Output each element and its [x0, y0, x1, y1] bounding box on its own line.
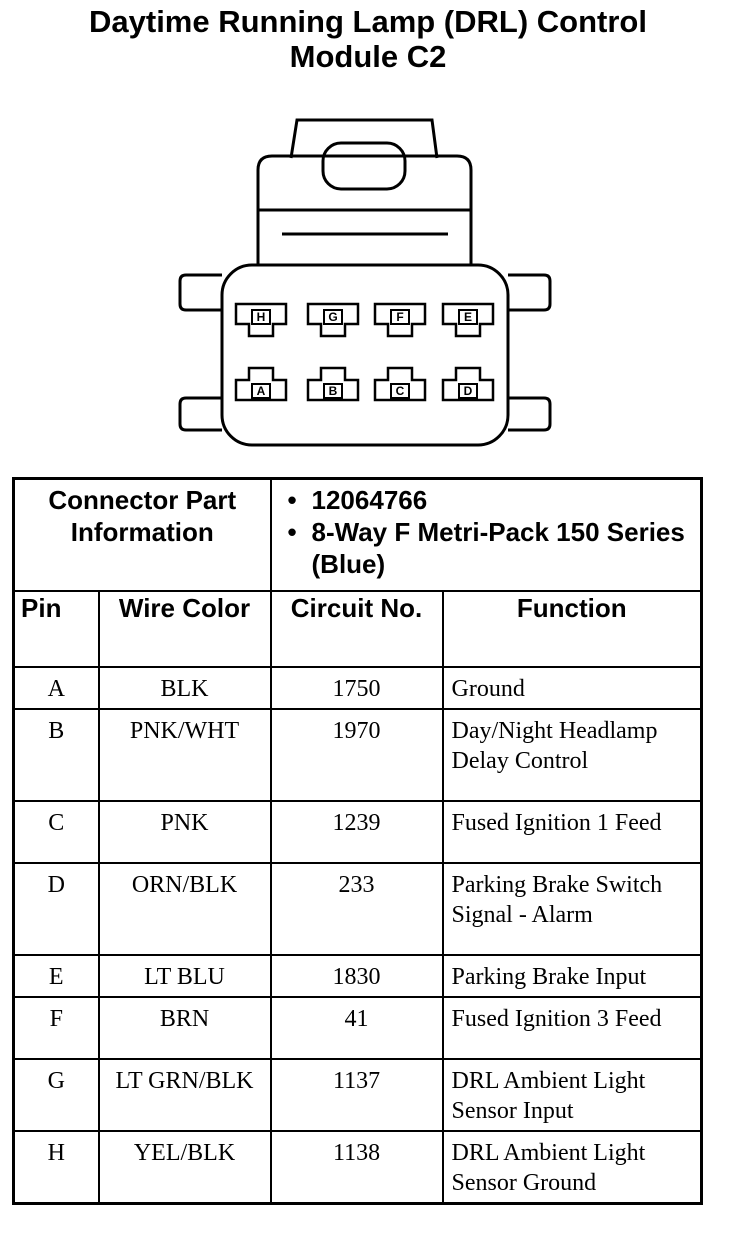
function-cell: Parking Brake Switch Signal - Alarm — [441, 862, 703, 956]
pin-cell: E — [12, 954, 100, 998]
right-lower-tab — [508, 396, 552, 432]
pin-contact — [390, 309, 410, 325]
connector-body — [220, 263, 510, 447]
function-cell: Ground — [441, 666, 703, 710]
circuit-cell: 1137 — [269, 1058, 444, 1132]
header-function: Function — [441, 590, 703, 668]
header-wire-color: Wire Color — [97, 590, 272, 668]
part-number: 12064766 — [288, 484, 695, 516]
pin-cavity — [234, 302, 288, 338]
pin-label: F — [396, 310, 403, 324]
pin-contact — [323, 309, 343, 325]
connector-info-label: Connector Part Information — [12, 477, 272, 592]
pin-label: D — [464, 384, 473, 398]
pin-cell: A — [12, 666, 100, 710]
wire-color-cell: PNK/WHT — [97, 708, 272, 802]
pin-label: E — [464, 310, 472, 324]
pin-contact — [251, 383, 271, 399]
pin-cavity — [234, 366, 288, 402]
page-title: Daytime Running Lamp (DRL) Control — [89, 4, 647, 39]
wire-color-cell: BRN — [97, 996, 272, 1060]
wire-color-cell: BLK — [97, 666, 272, 710]
function-cell: Fused Ignition 3 Feed — [441, 996, 703, 1060]
connector-info-values: 12064766 8-Way F Metri-Pack 150 Series (… — [269, 477, 703, 592]
pin-label: A — [257, 384, 266, 398]
function-cell: Parking Brake Input — [441, 954, 703, 998]
connector-top-housing — [256, 154, 473, 265]
pin-cavity — [373, 366, 427, 402]
wire-color-cell: LT GRN/BLK — [97, 1058, 272, 1132]
circuit-cell: 1970 — [269, 708, 444, 802]
header-circuit: Circuit No. — [269, 590, 444, 668]
connector-table: Connector Part Information 12064766 8-Wa… — [12, 477, 704, 1205]
pin-contact — [458, 383, 478, 399]
connector-diagram: H G F E A B C D — [178, 118, 552, 447]
pin-label: G — [328, 310, 337, 324]
wire-color-cell: YEL/BLK — [97, 1130, 272, 1205]
page-subtitle: Module C2 — [289, 39, 447, 74]
latch-opening — [321, 141, 407, 191]
connector-latch — [289, 118, 439, 159]
wire-color-cell: PNK — [97, 800, 272, 864]
circuit-cell: 1830 — [269, 954, 444, 998]
pin-contact — [390, 383, 410, 399]
left-upper-tab — [178, 273, 222, 312]
pin-cavity — [306, 366, 360, 402]
circuit-cell: 233 — [269, 862, 444, 956]
pin-contact — [458, 309, 478, 325]
pin-cavity — [306, 302, 360, 338]
pin-contact — [323, 383, 343, 399]
pin-cell: F — [12, 996, 100, 1060]
wire-color-cell: ORN/BLK — [97, 862, 272, 956]
table-header-row: Pin Wire Color Circuit No. Function — [12, 590, 703, 668]
pin-cell: G — [12, 1058, 100, 1132]
pin-cavity — [441, 366, 495, 402]
pin-cavity — [373, 302, 427, 338]
pin-cell: B — [12, 708, 100, 802]
pin-cell: H — [12, 1130, 100, 1205]
connector-info-row: Connector Part Information 12064766 8-Wa… — [12, 477, 703, 592]
wire-color-cell: LT BLU — [97, 954, 272, 998]
function-cell: Fused Ignition 1 Feed — [441, 800, 703, 864]
pin-cavity — [441, 302, 495, 338]
right-upper-tab — [508, 273, 552, 312]
connector-type: 8-Way F Metri-Pack 150 Series (Blue) — [288, 516, 695, 580]
function-cell: DRL Ambient Light Sensor Ground — [441, 1130, 703, 1205]
function-cell: Day/Night Headlamp Delay Control — [441, 708, 703, 802]
left-lower-tab — [178, 396, 222, 432]
pin-cell: D — [12, 862, 100, 956]
pin-contact — [251, 309, 271, 325]
circuit-cell: 1138 — [269, 1130, 444, 1205]
circuit-cell: 1239 — [269, 800, 444, 864]
pin-label: B — [329, 384, 338, 398]
pin-label: C — [396, 384, 405, 398]
pin-cell: C — [12, 800, 100, 864]
pin-label: H — [257, 310, 266, 324]
circuit-cell: 41 — [269, 996, 444, 1060]
function-cell: DRL Ambient Light Sensor Input — [441, 1058, 703, 1132]
header-pin: Pin — [12, 590, 100, 668]
circuit-cell: 1750 — [269, 666, 444, 710]
